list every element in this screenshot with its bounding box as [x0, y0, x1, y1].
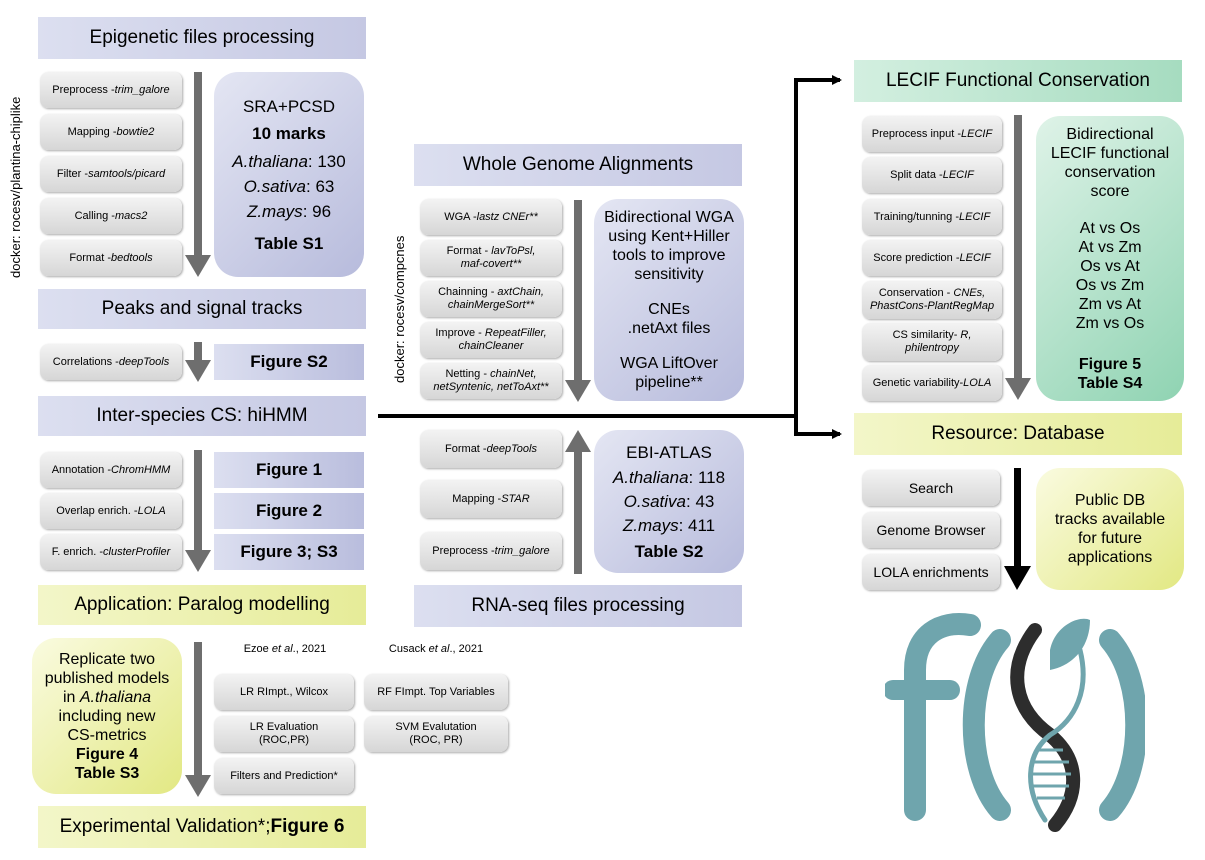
lecif-step-similarity: CS similarity- R, philentropy [862, 323, 1002, 361]
cusack-step-svm-evaluation: SVM Evalutation(ROC, PR) [364, 716, 508, 752]
ezoe-citation: Ezoe et al., 2021 [243, 643, 327, 655]
peaks-step-correlations: Correlations - deepTools [40, 344, 182, 380]
lecif-step-genetic: Genetic variability- LOLA [862, 365, 1002, 401]
epigenetic-step-calling: Calling - macs2 [40, 198, 182, 234]
lecif-flow-arrow [1014, 115, 1022, 380]
logo-left-paren [962, 629, 1011, 821]
epigenetic-step-preprocess: Preprocess - trim_galore [40, 72, 182, 108]
epigenetic-header: Epigenetic files processing [38, 17, 366, 59]
resource-search[interactable]: Search [862, 470, 1000, 506]
lecif-step-score: Score prediction - LECIF [862, 240, 1002, 276]
lecif-step-conservation: Conservation - CNEs, PhastCons-PlantRegM… [862, 281, 1002, 319]
peaks-header: Peaks and signal tracks [38, 289, 366, 329]
ezoe-step-lr-evaluation: LR Evaluation(ROC,PR) [214, 716, 354, 752]
wga-info-box: Bidirectional WGA using Kent+Hiller tool… [594, 199, 744, 401]
interspecies-figure-3: Figure 3; S3 [214, 534, 364, 570]
ezoe-step-filters: Filters and Prediction* [214, 758, 354, 794]
epigenetic-marks: 10 marks [252, 123, 326, 143]
lecif-step-training: Training/tunning - LECIF [862, 199, 1002, 235]
lecif-step-preprocess: Preprocess input - LECIF [862, 116, 1002, 152]
interspecies-figure-1: Figure 1 [214, 452, 364, 488]
logo-right-paren [1099, 629, 1145, 821]
resource-genome-browser[interactable]: Genome Browser [862, 512, 1000, 548]
paralog-table-ref: Table S3 [74, 764, 140, 782]
wga-step-format: Format - lavToPsl, maf-covert** [420, 240, 562, 276]
wga-step-netting: Netting - chainNet, netSyntenic, netToAx… [420, 363, 562, 399]
resource-flow-arrow [1014, 468, 1021, 568]
lecif-step-split: Split data - LECIF [862, 157, 1002, 193]
rnaseq-step-preprocess: Preprocess - trim_galore [420, 532, 562, 570]
paralog-header: Application: Paralog modelling [38, 585, 366, 625]
paralog-info-line3: in A.thaliana [62, 688, 152, 706]
epigenetic-table-ref: Table S1 [254, 233, 324, 253]
interspecies-step-annotation: Annotation - ChromHMM [40, 452, 182, 488]
paralog-figure-ref: Figure 4 [75, 745, 139, 763]
paralog-info-line2: published models [44, 669, 170, 687]
validation-header: Experimental Validation*; Figure 6 [38, 806, 366, 848]
logo-helix-teal [1028, 647, 1086, 823]
paralog-info-line4: including new [58, 707, 156, 725]
cusack-step-rf-fimpt: RF FImpt. Top Variables [364, 674, 508, 710]
lecif-connector [794, 75, 842, 416]
rnaseq-table-ref: Table S2 [634, 541, 704, 561]
paralog-info-line1: Replicate two [58, 650, 156, 668]
rnaseq-flow-arrow [574, 450, 582, 574]
rnaseq-species-2: O.sativa: 43 [623, 491, 715, 511]
peaks-figure-ref: Figure S2 [214, 344, 364, 380]
resource-connector [794, 416, 842, 439]
logo-letter-f [904, 613, 981, 821]
wga-step-chainning: Chainning - axtChain, chainMergeSort** [420, 281, 562, 317]
interspecies-step-overlap: Overlap enrich. - LOLA [40, 493, 182, 529]
rnaseq-step-format: Format - deepTools [420, 430, 562, 468]
logo-helix-rungs [1031, 748, 1071, 800]
plantina-logo [885, 613, 1145, 832]
epigenetic-species-2: O.sativa: 63 [243, 176, 335, 196]
interspecies-flow-arrow [194, 450, 202, 552]
epigenetic-step-format: Format - bedtools [40, 240, 182, 276]
rnaseq-species-3: Z.mays: 411 [622, 515, 716, 535]
lecif-info-box: Bidirectional LECIF functional conservat… [1036, 116, 1184, 401]
interspecies-header: Inter-species CS: hiHMM [38, 396, 366, 436]
paralog-flow-arrow [194, 642, 202, 777]
wga-step-wga: WGA - lastz CNEr** [420, 199, 562, 235]
epigenetic-flow-arrow [194, 72, 202, 257]
lecif-figure-ref: Figure 5 [1078, 355, 1142, 373]
interspecies-figure-2: Figure 2 [214, 493, 364, 529]
rnaseq-header: RNA-seq files processing [414, 585, 742, 627]
epigenetic-docker-label: docker: rocesv/plantina-chiplike [8, 96, 23, 278]
logo-leaf [1050, 618, 1090, 670]
resource-lola-enrichments[interactable]: LOLA enrichments [862, 554, 1000, 590]
paralog-info-line5: CS-metrics [67, 726, 147, 744]
rnaseq-step-mapping: Mapping - STAR [420, 480, 562, 518]
resource-header: Resource: Database [854, 413, 1182, 455]
lecif-header: LECIF Functional Conservation [854, 60, 1182, 102]
paralog-info-box: Replicate two published models in A.thal… [32, 638, 182, 794]
cusack-citation: Cusack et al., 2021 [388, 643, 484, 655]
interspecies-step-fenrich: F. enrich. - clusterProfiler [40, 534, 182, 570]
wga-flow-arrow [574, 200, 582, 382]
wga-step-improve: Improve - RepeatFiller, chainCleaner [420, 322, 562, 358]
wga-header: Whole Genome Alignments [414, 144, 742, 186]
epigenetic-source: SRA+PCSD [242, 96, 336, 116]
epigenetic-species-3: Z.mays: 96 [246, 201, 332, 221]
epigenetic-step-filter: Filter - samtools/picard [40, 156, 182, 192]
rnaseq-source: EBI-ATLAS [626, 442, 712, 462]
peaks-flow-arrow [194, 342, 202, 362]
ezoe-step-lr-rimpt: LR RImpt., Wilcox [214, 674, 354, 710]
rnaseq-info-box: EBI-ATLAS A.thaliana: 118 O.sativa: 43 Z… [594, 430, 744, 573]
epigenetic-species-1: A.thaliana: 130 [232, 151, 346, 171]
wga-docker-label: docker: rocesv/compcnes [392, 235, 407, 383]
epigenetic-info-box: SRA+PCSD 10 marks A.thaliana: 130 O.sati… [214, 72, 364, 277]
lecif-table-ref: Table S4 [1077, 374, 1143, 392]
resource-info-box: Public DB tracks available for future ap… [1036, 468, 1184, 590]
rnaseq-species-1: A.thaliana: 118 [612, 467, 726, 487]
epigenetic-step-mapping: Mapping - bowtie2 [40, 114, 182, 150]
